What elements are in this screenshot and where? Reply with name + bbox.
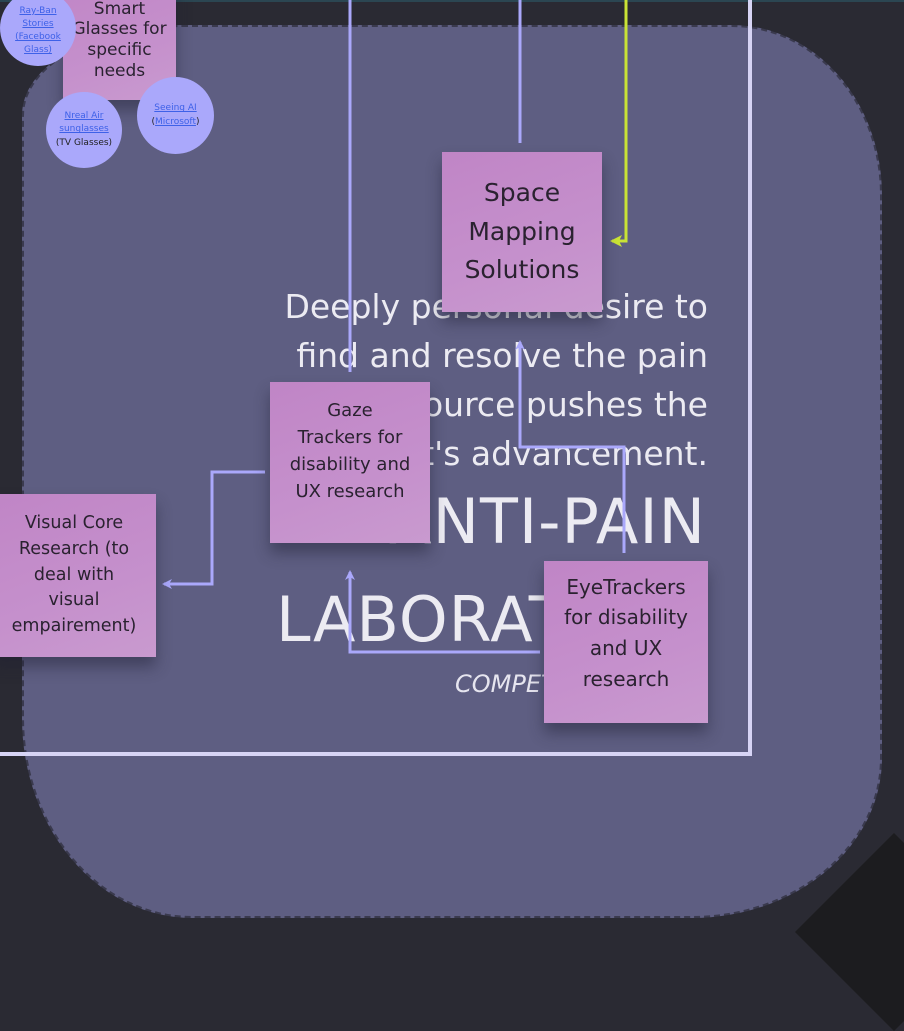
subtitle-competition: COMPET (455, 670, 556, 698)
title-laboratory: LABORAT (276, 583, 568, 656)
link-facebook[interactable]: (Facebook (15, 32, 61, 42)
link-rayban[interactable]: Ray-Ban (19, 5, 57, 16)
title-anti-pain: ANTI-PAIN (389, 485, 706, 558)
circle-nreal-air[interactable]: Nreal Air sunglasses (TV Glasses) (46, 92, 122, 168)
sticky-visual-core-research[interactable]: Visual Core Research (to deal with visua… (0, 494, 156, 657)
link-sunglasses[interactable]: sunglasses (59, 124, 109, 135)
note-tv-glasses: (TV Glasses) (55, 137, 113, 148)
link-seeing-ai[interactable]: Seeing AI (154, 103, 197, 114)
link-stories[interactable]: Stories (22, 18, 54, 29)
sticky-eyetrackers[interactable]: EyeTrackers for disability and UX resear… (544, 561, 708, 723)
canvas-top-edge (0, 0, 904, 2)
circle-seeing-ai[interactable]: Seeing AI (Microsoft) (137, 77, 214, 154)
sticky-gaze-trackers[interactable]: Gaze Trackers for disability and UX rese… (270, 382, 430, 543)
board-frame[interactable] (0, 0, 752, 756)
link-microsoft[interactable]: Microsoft (155, 116, 196, 127)
sticky-space-mapping[interactable]: Space Mapping Solutions (442, 152, 602, 312)
link-nreal-air[interactable]: Nreal Air (64, 111, 104, 122)
circle-rayban-stories[interactable]: Ray-Ban Stories (Facebook Glass) (0, 0, 76, 66)
link-glass[interactable]: Glass) (24, 45, 52, 56)
